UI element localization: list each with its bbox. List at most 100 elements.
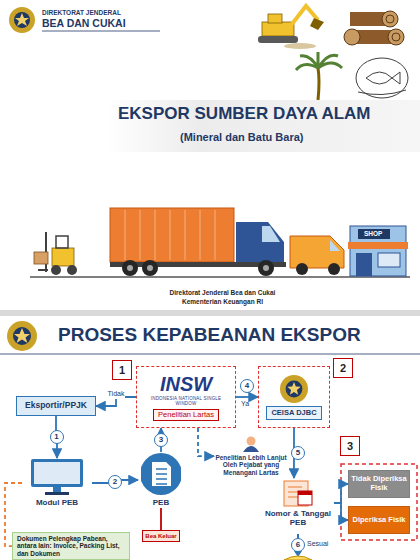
van <box>290 236 344 275</box>
inspection-box: Diperiksa Fisik <box>348 506 410 534</box>
van <box>296 263 308 275</box>
emblem-core <box>286 380 303 397</box>
inspection-box: Tidak Diperiksa Fisik <box>348 470 410 498</box>
logo-emblem <box>14 328 30 343</box>
node-text: Bea Keluar <box>145 533 176 540</box>
person-head <box>247 437 256 446</box>
document-sheet <box>152 462 171 486</box>
node-text: Eksportir/PPJK <box>25 401 87 411</box>
fish-illustration <box>356 58 408 98</box>
shop-building <box>348 226 408 276</box>
emblem-icon <box>261 374 327 404</box>
van <box>290 236 344 268</box>
excavator-illustration <box>310 18 324 30</box>
connector <box>236 396 258 398</box>
edge-label: Tidak <box>107 390 126 398</box>
truck <box>147 265 153 271</box>
palm-illustration <box>296 52 342 70</box>
truck <box>127 265 133 271</box>
logo-emblem <box>7 321 37 351</box>
truck <box>125 210 215 260</box>
calendar-icon <box>265 479 331 507</box>
truck-scene <box>30 208 410 277</box>
shop-building <box>356 253 372 276</box>
truck <box>200 210 201 260</box>
form-line <box>288 486 302 487</box>
group-outline <box>341 464 417 540</box>
logs-illustration <box>388 29 404 45</box>
logs-illustration <box>392 33 400 41</box>
node-text: Dokumen Pelengkap Pabean, antara lain: I… <box>17 535 125 557</box>
document-icon: PEB <box>138 452 184 508</box>
truck <box>110 208 234 262</box>
slide-subtitle: (Mineral dan Batu Bara) <box>180 131 303 144</box>
step-number: 3 <box>154 433 168 447</box>
truck <box>258 260 274 276</box>
truck <box>155 210 156 260</box>
logs-illustration <box>344 11 404 45</box>
logs-illustration <box>386 15 394 23</box>
forklift <box>38 269 48 271</box>
van <box>330 240 340 251</box>
fish-illustration <box>356 58 408 98</box>
callout-number: 2 <box>333 358 353 378</box>
step-number: 1 <box>50 430 64 444</box>
forklift <box>34 232 77 275</box>
palm-illustration <box>296 52 342 100</box>
person-body <box>243 446 259 452</box>
actor-box: Eksportir/PPJK <box>16 396 96 416</box>
node-text: 3 <box>347 440 353 453</box>
node-text: Nomor & Tanggal PEB <box>262 509 334 527</box>
truck <box>122 260 138 276</box>
module-icon: Modul PEB <box>22 458 92 508</box>
logo-emblem <box>7 321 37 351</box>
title-band <box>106 100 420 152</box>
fish-illustration <box>358 90 406 95</box>
shop-building <box>348 242 408 249</box>
truck <box>110 208 286 276</box>
slide-title: PROSES KEPABEANAN EKSPOR <box>58 324 361 346</box>
node-text: CEISA DJBC <box>266 406 321 421</box>
truck <box>142 260 158 276</box>
node-text: 2 <box>340 362 346 375</box>
forklift <box>51 265 61 275</box>
excavator-illustration <box>284 43 316 49</box>
truck <box>185 210 186 260</box>
callout-number: 1 <box>112 360 132 380</box>
excavator-illustration <box>258 6 324 49</box>
node-text: INDONESIA NATIONAL SINGLE WINDOW <box>140 396 232 406</box>
shop-sign: SHOP <box>364 230 382 237</box>
van <box>328 263 340 275</box>
step-number: 2 <box>108 475 122 489</box>
monitor-screen <box>34 462 80 484</box>
logo-emblem <box>9 7 35 33</box>
branch-label: Ya <box>241 400 249 408</box>
step-number: 6 <box>291 538 305 552</box>
next-step-shape <box>284 556 312 560</box>
document-line <box>156 484 167 486</box>
node-text: Penelitian Lartas <box>153 409 219 422</box>
shop-building <box>350 226 406 276</box>
monitor-icon <box>25 458 89 496</box>
document-line <box>156 474 167 476</box>
node-text: Modul PEB <box>36 498 78 507</box>
truck <box>263 265 269 271</box>
node-text: Diperiksa Fisik <box>353 516 406 525</box>
footer-text: Direktorat Jenderal Bea dan Cukai <box>120 289 325 296</box>
connector <box>334 503 348 520</box>
truck <box>236 222 284 262</box>
excavator-illustration <box>268 14 282 23</box>
review-note: Penelitian Lebih Lanjut Oleh Pejabat yan… <box>214 436 288 476</box>
node-text: PEB <box>153 498 169 507</box>
branch-label: Sesuai <box>307 540 328 548</box>
node-text: Penelitian Lebih Lanjut Oleh Pejabat yan… <box>214 454 288 476</box>
step-number: 4 <box>240 379 254 393</box>
connector <box>334 484 348 503</box>
forklift <box>34 252 48 264</box>
callout-number: 3 <box>340 436 360 456</box>
logo-emblem <box>9 7 35 33</box>
truck <box>215 210 216 260</box>
emblem-ring <box>280 375 308 403</box>
node-text: Tidak Diperiksa Fisik <box>351 475 407 492</box>
